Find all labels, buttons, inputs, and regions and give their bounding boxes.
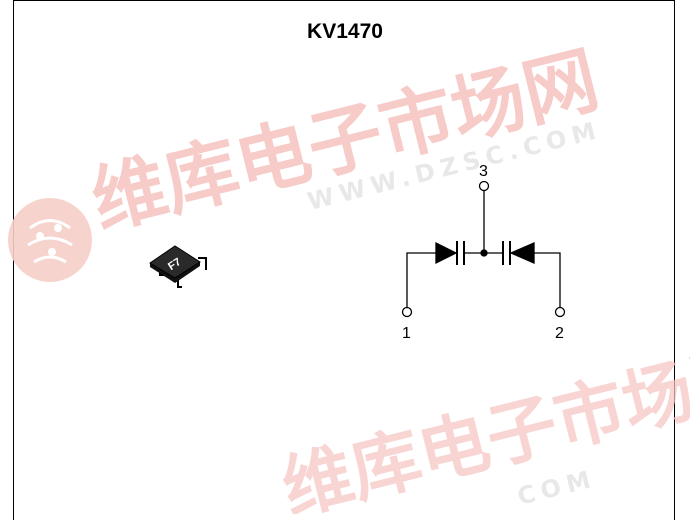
junction-dot [480,249,488,257]
schematic [401,180,566,318]
pin-1-terminal [401,306,413,318]
watermark: 维库电子市场网 WWW.DZSC.COM 维库电子市场网 COM [8,37,690,514]
watermark-logo [8,198,92,282]
part-number-title: KV1470 [307,20,383,43]
varactor-diode-right [484,241,535,265]
pin-1-label: 1 [402,325,411,342]
pin-2-terminal [554,306,566,318]
pin-2-lead [534,252,561,307]
pin-1-lead [406,252,436,307]
varactor-diode-left [435,241,484,265]
pin-3-terminal [478,180,490,192]
package-drawing: F7 [149,245,207,288]
pin-2-label: 2 [555,325,564,342]
watermark-text-lower: 维库电子市场网 [274,332,690,514]
package-marking: F7 [166,256,183,273]
pin-3-label: 3 [479,163,488,180]
